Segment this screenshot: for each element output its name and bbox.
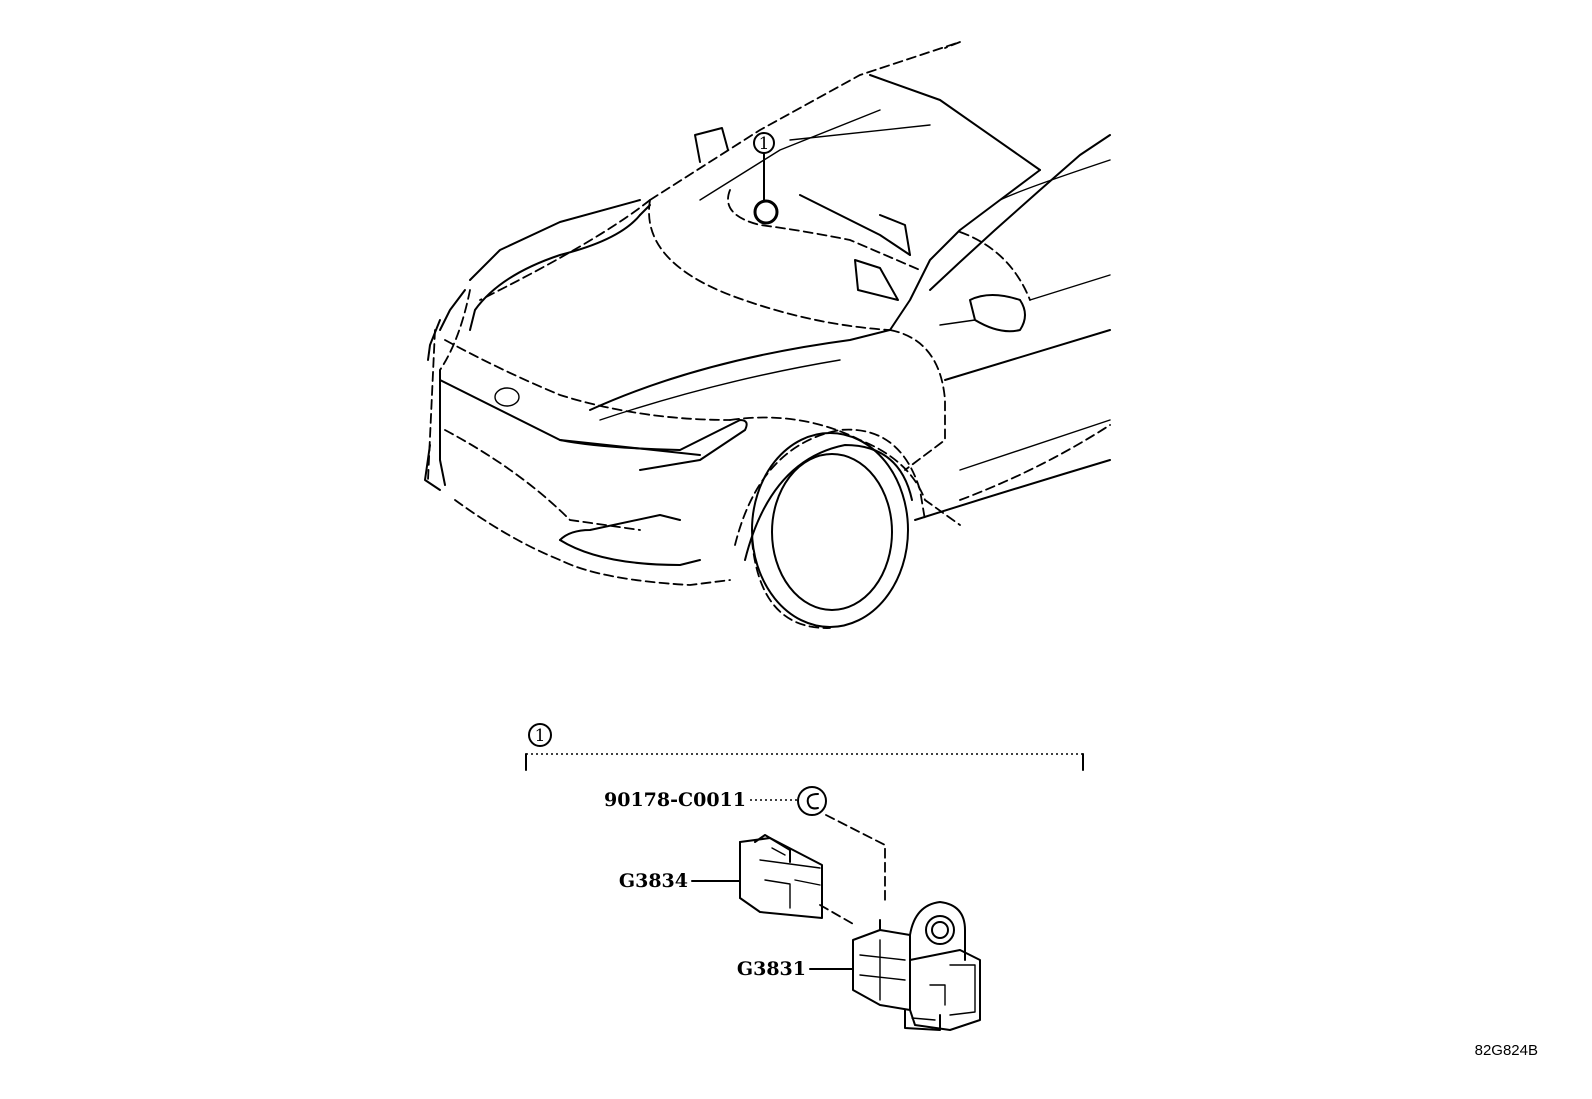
group-callout-number: 1	[535, 726, 546, 746]
sensor-part: G3831	[737, 901, 981, 1031]
connector-part-label: G3834	[619, 870, 688, 892]
car-illustration: 1	[424, 41, 1111, 629]
car-callout-number: 1	[759, 134, 770, 154]
connector-part: G3834	[619, 834, 856, 926]
car-callout-marker: 1	[753, 132, 779, 225]
figure-reference-code: 82G824B	[1475, 1042, 1538, 1059]
bolt-part: 90178-C0011	[604, 786, 886, 901]
sensor-part-label: G3831	[737, 958, 806, 980]
exploded-view-group: 1 90178-C0011 G3834 G3831	[525, 723, 1084, 1031]
sensor-location-marker	[753, 199, 779, 225]
bolt-part-label: 90178-C0011	[604, 789, 746, 811]
